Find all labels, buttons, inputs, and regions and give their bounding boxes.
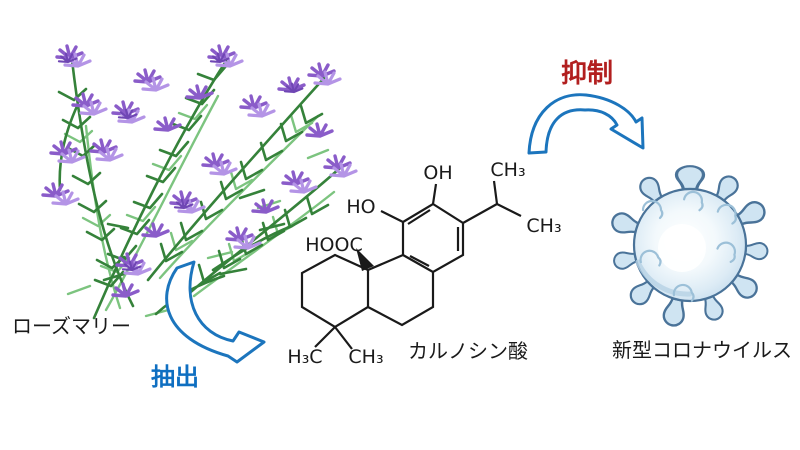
atom-label-ch3-top: CH₃ — [490, 159, 525, 181]
virus-body-group — [608, 164, 770, 329]
atom-label-ch3-right: CH₃ — [526, 215, 561, 237]
rosemary-stems-dark — [57, 56, 342, 320]
atom-label-oh-top: OH — [423, 162, 452, 184]
rosemary-flowers-light — [51, 52, 358, 276]
compound-label: カルノシン酸 — [408, 339, 528, 363]
rosemary-label: ローズマリー — [12, 314, 131, 338]
atom-label-hooc: HOOC — [305, 234, 362, 256]
atom-label-ch3-bottom: CH₃ — [348, 346, 383, 368]
molecule-bonds — [300, 180, 522, 350]
extraction-label: 抽出 — [151, 363, 199, 391]
rosemary-stems-light — [63, 94, 336, 318]
inhibition-curved-arrow-icon — [527, 93, 645, 155]
atom-label-ho-left: HO — [346, 196, 375, 218]
atom-label-h3c-left: H₃C — [287, 346, 322, 368]
virus-label: 新型コロナウイルス — [612, 338, 792, 362]
inhibition-label: 抑制 — [561, 59, 614, 89]
rosemary-flowers-accent — [57, 52, 304, 272]
stereo-wedge-bond — [356, 248, 374, 271]
rosemary-flowers-dark — [41, 44, 352, 298]
extraction-curved-arrow-icon — [165, 260, 266, 364]
